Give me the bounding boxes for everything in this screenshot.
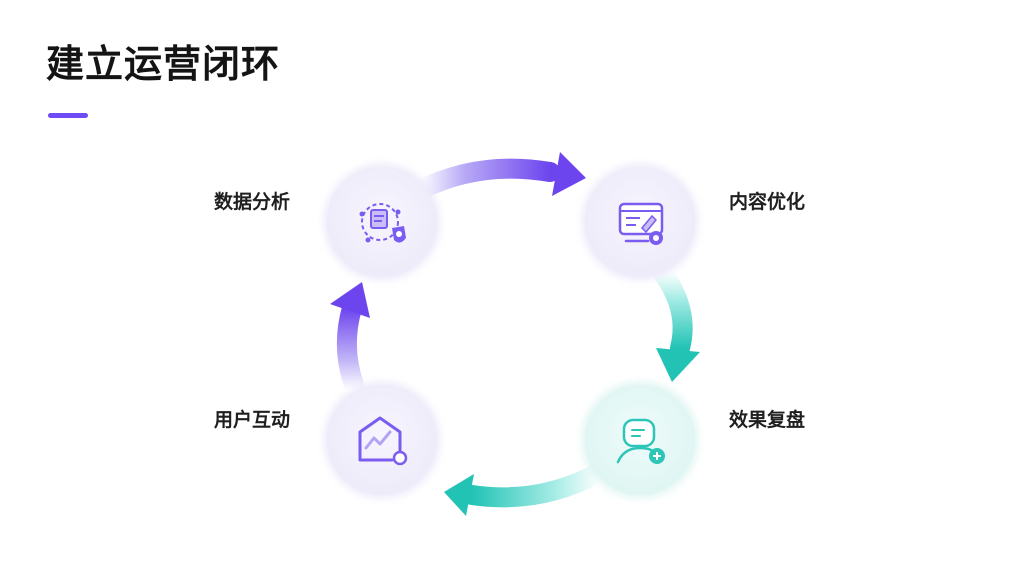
label-user-interaction: 用户互动 <box>214 409 291 431</box>
arrow-right <box>652 262 700 382</box>
label-content-optimize: 内容优化 <box>729 191 806 213</box>
review-icon <box>616 418 665 464</box>
node-user-interaction <box>324 382 440 498</box>
arrow-left <box>330 282 370 400</box>
title-underline <box>48 113 88 118</box>
page-title: 建立运营闭环 <box>46 42 281 86</box>
content-optimize-icon <box>618 202 664 245</box>
arrow-bottom <box>444 462 610 516</box>
label-data-analysis: 数据分析 <box>214 191 291 213</box>
user-interaction-icon <box>358 416 408 466</box>
arrow-top <box>410 152 586 200</box>
label-review: 效果复盘 <box>729 409 806 431</box>
node-data-analysis <box>324 164 440 280</box>
data-analysis-icon <box>359 203 406 243</box>
node-review <box>582 382 698 498</box>
node-content-optimize <box>582 164 698 280</box>
